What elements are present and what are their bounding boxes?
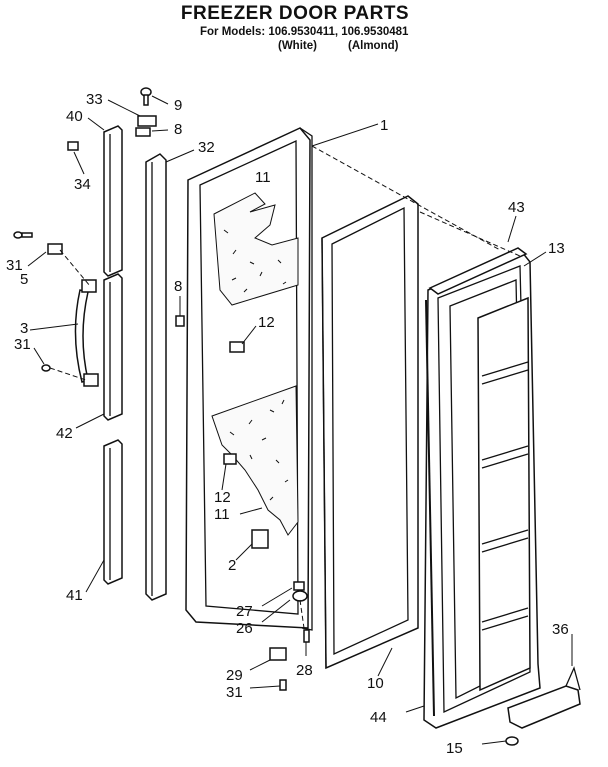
door-handle (74, 279, 99, 387)
color-white-label: (White) (278, 40, 317, 52)
callout-8-hinge: 8 (174, 121, 182, 138)
callout-12-lower: 12 (214, 489, 231, 506)
trim-strip-40 (103, 125, 123, 277)
upper-foam-insulation (213, 192, 299, 306)
callout-3: 3 (20, 320, 28, 337)
screw-28 (303, 629, 310, 643)
callout-43: 43 (508, 199, 525, 216)
callout-8-panel: 8 (174, 278, 182, 295)
inner-door-liner (423, 247, 541, 729)
trim-strip-41 (103, 439, 123, 585)
bushing-27 (293, 581, 305, 591)
callout-41: 41 (66, 587, 83, 604)
door-bin (507, 666, 581, 729)
callout-27: 27 (236, 603, 253, 620)
callout-34: 34 (74, 176, 91, 193)
screw-31-top (13, 231, 23, 239)
washer-26 (292, 590, 308, 602)
part-2-block (251, 529, 269, 549)
callout-36: 36 (552, 621, 569, 638)
callout-11-upper: 11 (255, 169, 271, 186)
callout-labels: 1 2 3 5 8 8 9 10 11 11 12 12 13 15 26 27… (6, 91, 569, 757)
model-numbers: For Models: 106.9530411, 106.9530481 (200, 26, 409, 38)
callout-28: 28 (296, 662, 313, 679)
callout-32: 32 (198, 139, 215, 156)
callout-33: 33 (86, 91, 103, 108)
page-title: FREEZER DOOR PARTS (180, 3, 410, 24)
callout-10: 10 (367, 675, 384, 692)
outer-door-panel (175, 127, 313, 631)
color-almond-label: (Almond) (348, 40, 399, 52)
clip-8-mount (175, 315, 185, 327)
callout-1: 1 (380, 117, 388, 134)
callout-42: 42 (56, 425, 73, 442)
callout-15: 15 (446, 740, 463, 757)
callout-12-upper: 12 (258, 314, 275, 331)
callout-40: 40 (66, 108, 83, 125)
part-34 (67, 141, 79, 151)
bracket-12-lower (223, 453, 237, 465)
hinge-29 (269, 647, 287, 661)
screw-31-mid (41, 364, 51, 372)
callout-9: 9 (174, 97, 182, 114)
door-gasket (321, 195, 419, 670)
callout-31-mid: 31 (14, 336, 31, 353)
callout-26: 26 (236, 620, 253, 637)
screw-31-bottom (279, 679, 287, 691)
trim-strip-32 (145, 153, 167, 601)
leader-lines (27, 95, 573, 745)
hinge-33 (137, 115, 157, 127)
screw-15 (505, 736, 519, 746)
callout-2: 2 (228, 557, 236, 574)
callout-29: 29 (226, 667, 243, 684)
callout-44: 44 (370, 709, 387, 726)
callout-11-lower: 11 (214, 506, 230, 523)
trim-strip-42 (103, 273, 123, 421)
callout-5: 5 (20, 271, 28, 288)
hardware (13, 87, 519, 746)
lower-foam-insulation (211, 385, 299, 536)
callout-31-top: 31 (6, 257, 23, 274)
handle-bracket-5 (47, 243, 63, 255)
hinge-pin-8 (135, 127, 151, 137)
bracket-12-upper (229, 341, 245, 353)
callout-13: 13 (548, 240, 565, 257)
callout-31-bottom: 31 (226, 684, 243, 701)
